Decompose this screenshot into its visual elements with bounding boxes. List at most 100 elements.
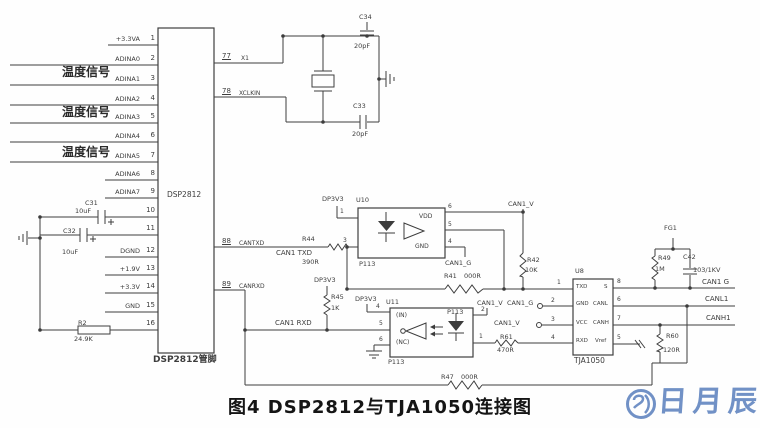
u8-pin-name: S (604, 284, 608, 290)
net-label-can1g: CAN1_G (507, 299, 534, 307)
ref-c31: C31 (85, 199, 98, 207)
dsp-pin-label: ADINA7 (115, 188, 140, 196)
ref-r2: R2 (78, 319, 87, 327)
led-icon-u11 (448, 321, 464, 331)
net-label-can1v: CAN1_V (508, 200, 534, 208)
dsp-pin-label: +3.3V (119, 283, 140, 291)
value-c33: 20pF (352, 130, 369, 138)
capacitor-symbol-c34 (360, 22, 374, 36)
led-icon-u10 (378, 221, 395, 231)
ref-c42: C42 (683, 253, 696, 261)
u11-internals (400, 313, 464, 341)
power-flag-dp3v3: DP3V3 (314, 276, 336, 284)
ref-u10: U10 (356, 196, 370, 204)
value-r2: 24.9K (74, 335, 93, 343)
dsp-pin-number: 2 (150, 54, 155, 62)
dsp-pin-label: XCLKIN (239, 90, 261, 97)
wires-crystal (214, 22, 395, 129)
resistor-symbol-r45 (323, 294, 331, 316)
dsp-pin-number: 78 (222, 87, 231, 95)
u10-pin-number: 6 (448, 203, 452, 210)
watermark-text: 日月辰 (656, 384, 760, 418)
u10-gnd-label: GND (415, 243, 429, 250)
crystal-body (311, 74, 335, 88)
u8-pin-number: 2 (551, 297, 555, 304)
net-label-can1g: CAN1 G (702, 278, 730, 286)
u8-pin-name: CANL (593, 301, 608, 307)
net-label-can1g: CAN1_G (445, 259, 472, 267)
dsp-pin-number: 16 (146, 319, 155, 327)
net-label-can1txd: CAN1 TXD (276, 249, 313, 257)
capacitor-symbol-c33 (359, 115, 367, 129)
can1v-terminal (536, 322, 542, 328)
ref-c32: C32 (63, 227, 76, 235)
terminal-circles (536, 303, 543, 328)
ground-icon-u11 (366, 350, 382, 359)
wires-tja (613, 238, 735, 364)
ground-icon-crystal (385, 71, 395, 87)
ref-r42: R42 (527, 256, 540, 264)
net-label-canh1: CANH1 (706, 314, 731, 322)
ref-u8: U8 (575, 267, 584, 275)
u8-pin-name: GND (576, 301, 589, 307)
dsp-pin-number: 15 (146, 301, 155, 309)
dsp-pin-label: GND (125, 302, 140, 310)
dsp-pin-label: +1.9V (119, 265, 140, 273)
part-u10: P113 (359, 260, 376, 268)
dsp-pin-number: 10 (146, 206, 155, 214)
part-u11: P113 (388, 358, 405, 366)
dsp-pin-label: ADINA4 (115, 132, 140, 140)
ground-icon-left (18, 231, 28, 245)
dsp-pin-number: 1 (150, 34, 155, 42)
can1g-terminal (537, 303, 543, 309)
value-r47: 000R (461, 373, 478, 381)
part-u11-inner: P113 (447, 308, 464, 316)
part-u8: TJA1050 (574, 356, 605, 365)
value-r60: 120R (663, 346, 680, 354)
u11-pin-number: 2 (481, 306, 485, 313)
ref-c34: C34 (359, 13, 372, 21)
value-r44: 390R (302, 258, 319, 266)
ref-r61: R61 (500, 333, 513, 341)
crystal-icon (314, 70, 332, 92)
power-flag-dp3v3: DP3V3 (322, 195, 344, 203)
u10-pin-number: 1 (340, 208, 344, 215)
dsp-pin-number: 89 (222, 280, 231, 288)
u10-internals (378, 212, 426, 242)
dsp-footer: DSP2812管脚 (153, 355, 217, 365)
dsp-pin-number: 12 (146, 246, 155, 254)
figure-caption: 图4 DSP2812与TJA1050连接图 (228, 397, 532, 418)
u8-pin-number: 4 (551, 334, 555, 341)
u8-pin-name: RXD (576, 338, 588, 344)
dsp-pin-label: ADINA1 (115, 75, 140, 83)
u8-box (572, 278, 614, 356)
u8-pin-number: 6 (617, 296, 621, 303)
ref-r47: R47 (441, 373, 454, 381)
value-r41: 000R (464, 272, 481, 280)
value-c32: 10uF (62, 248, 79, 256)
resistor-symbol-r44 (327, 243, 349, 251)
u8-pin-number: 8 (617, 278, 621, 285)
dsp-ref: DSP2812 (167, 190, 202, 199)
wires-rx (214, 286, 660, 390)
resistor-symbol-r60 (655, 333, 664, 353)
net-label-canl1: CANL1 (705, 295, 729, 303)
u8-pin-name: TXD (576, 284, 588, 290)
resistor-symbol-r49 (651, 255, 659, 281)
u10-vdd-label: VDD (419, 213, 433, 220)
dsp-pin-number: 13 (146, 264, 155, 272)
value-r61: 470R (497, 346, 514, 354)
u8-pin-number: 3 (551, 316, 555, 323)
net-label-temp-signal: 温度信号 (62, 145, 111, 159)
dsp-pin-label: CANRXD (239, 283, 265, 290)
dsp-pin-number: 14 (146, 282, 155, 290)
dsp-pin-label: ADINA6 (115, 170, 140, 178)
u10-box (357, 207, 446, 259)
dsp-pin-label: ADINA2 (115, 95, 140, 103)
buffer-icon-u10 (403, 222, 426, 240)
capacitor-symbol-c31-c32 (79, 210, 114, 242)
value-c34: 20pF (354, 42, 371, 50)
dsp-pin-label: X1 (241, 55, 249, 62)
net-label-can1v: CAN1_V (494, 319, 520, 327)
